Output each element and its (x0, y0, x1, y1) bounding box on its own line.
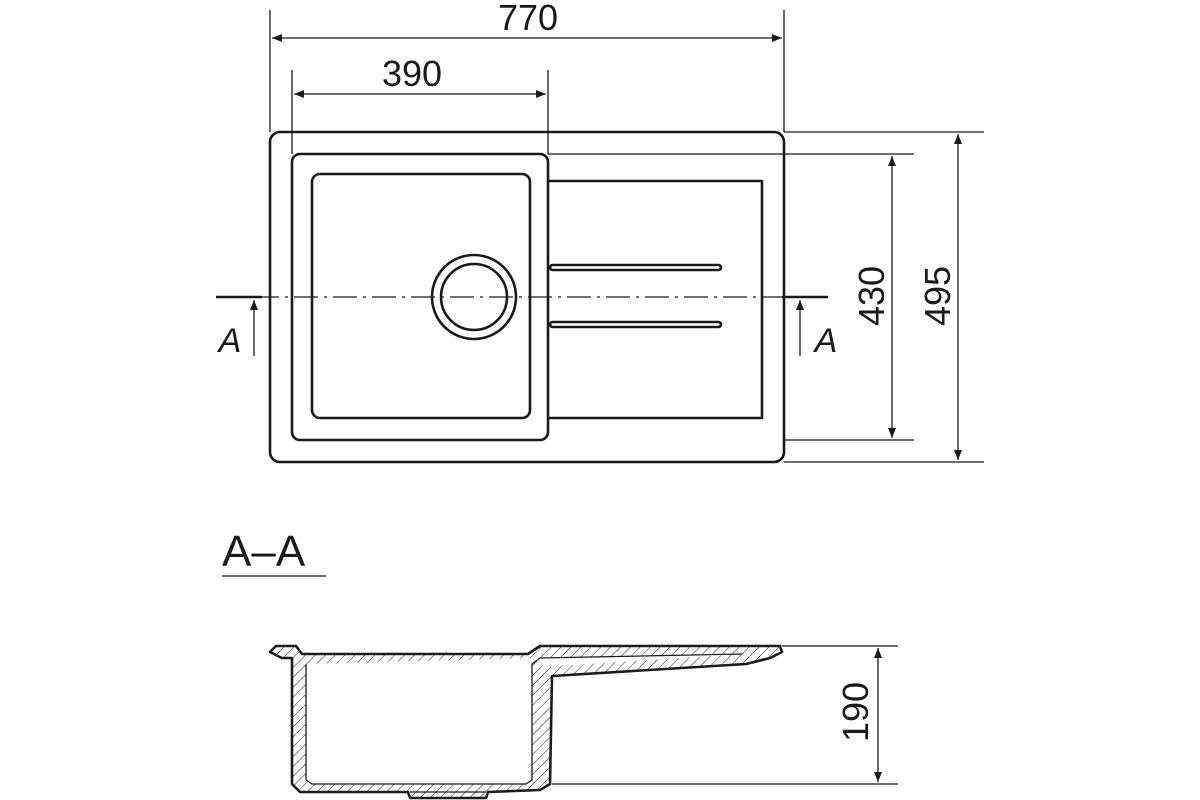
section-label-left: A (217, 322, 242, 360)
section-outer-contour (268, 644, 784, 800)
sink-cross-section (270, 646, 782, 798)
dimension-190-label: 190 (835, 682, 876, 742)
drainboard-groove-lower (548, 320, 723, 329)
section-title-text: A–A (222, 527, 306, 576)
dimension-bowl-width: 390 (291, 53, 549, 154)
section-label-right: A (813, 322, 838, 360)
section-title: A–A (222, 527, 326, 577)
dimension-overall-depth: 495 (784, 131, 984, 463)
dimension-430-label: 430 (851, 266, 892, 326)
top-view: A A 770 390 430 (216, 0, 984, 464)
dimension-770-label: 770 (498, 0, 558, 38)
bowl-inner (310, 172, 532, 420)
dimension-inner-depth: 430 (548, 153, 914, 441)
dimension-bowl-height: 190 (552, 645, 898, 785)
section-inner-contour (305, 653, 743, 785)
section-marker-left: A (216, 295, 262, 360)
drainboard-groove-upper (548, 263, 723, 272)
section-view: 190 (268, 644, 898, 800)
drainboard-outline (548, 179, 764, 420)
dimension-overall-width: 770 (269, 0, 785, 132)
section-marker-right: A (782, 295, 838, 360)
dimension-390-label: 390 (382, 53, 442, 94)
dimension-495-label: 495 (917, 266, 958, 326)
